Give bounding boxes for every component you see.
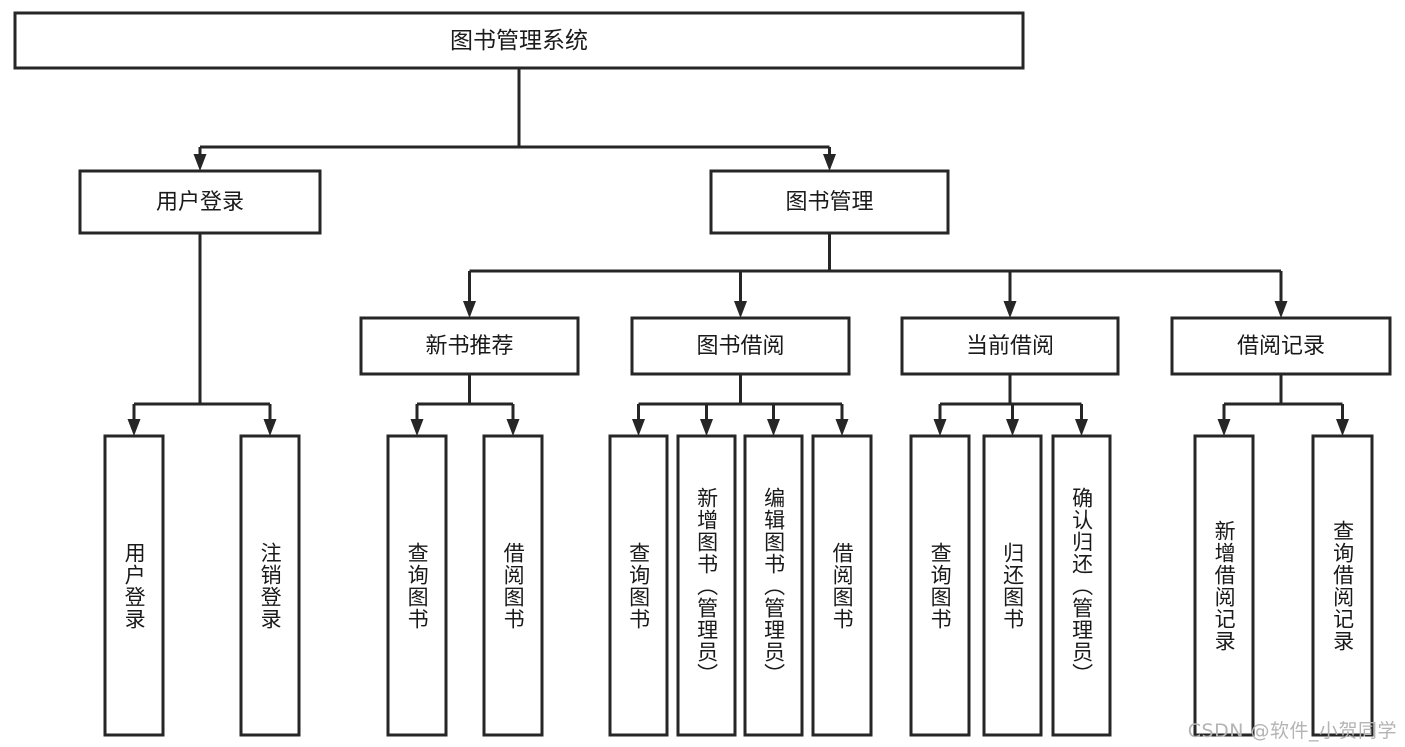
node-label-l2-1: 图书管理 [785,190,873,215]
node-label-l3-2: 当前借阅 [966,334,1054,359]
node-box-leaf-4 [608,434,669,737]
node-box-leaf-10 [1051,434,1112,737]
edge-arrowhead [463,301,476,318]
edge-arrowhead [823,154,836,171]
node-box-leaf-3 [482,434,544,737]
node-box-leaf-9 [982,434,1043,737]
node-box-leaf-1 [239,434,301,737]
edge-arrowhead [767,419,780,436]
node-label-l3-0: 新书推荐 [425,334,513,359]
edge-arrowhead [1217,419,1231,436]
node-box-leaf-12 [1311,434,1374,737]
node-box-leaf-8 [909,434,971,737]
node-label-l3-3: 借阅记录 [1237,334,1325,359]
node-box-root-0 [13,11,1025,70]
edge-arrowhead [632,419,645,436]
node-box-leaf-5 [676,434,737,737]
node-label-l3-1: 图书借阅 [696,334,784,359]
node-box-leaf-11 [1193,434,1255,737]
edge-arrowhead [734,301,747,318]
connector-layer [127,68,1349,436]
node-box-l2-1 [709,169,950,235]
node-box-l3-0 [359,316,580,376]
node-box-layer [13,11,1392,737]
node-box-leaf-6 [743,434,804,737]
watermark-text: CSDN @软件_小贺同学 [1187,720,1397,742]
node-box-leaf-7 [811,434,873,737]
edge-arrowhead [506,419,520,436]
edge-arrowhead [1006,419,1019,436]
edge-arrowhead [263,419,277,436]
node-box-l3-1 [630,316,851,376]
edge-arrowhead [933,419,947,436]
edge-arrowhead [193,154,207,171]
node-box-leaf-0 [103,434,165,737]
edge-arrowhead [835,419,849,436]
node-box-l2-0 [78,169,322,235]
edge-arrowhead [1274,301,1288,318]
node-box-leaf-2 [386,434,448,737]
edge-arrowhead [1075,419,1088,436]
edge-arrowhead [127,419,141,436]
edge-arrowhead [700,419,713,436]
node-box-l3-2 [900,316,1120,376]
node-box-l3-3 [1170,316,1392,376]
edge-arrowhead [410,419,424,436]
node-label-root-0: 图书管理系统 [450,28,588,54]
node-label-l2-0: 用户登录 [156,190,244,215]
edge-arrowhead [1003,301,1017,318]
edge-arrowhead [1336,419,1349,436]
